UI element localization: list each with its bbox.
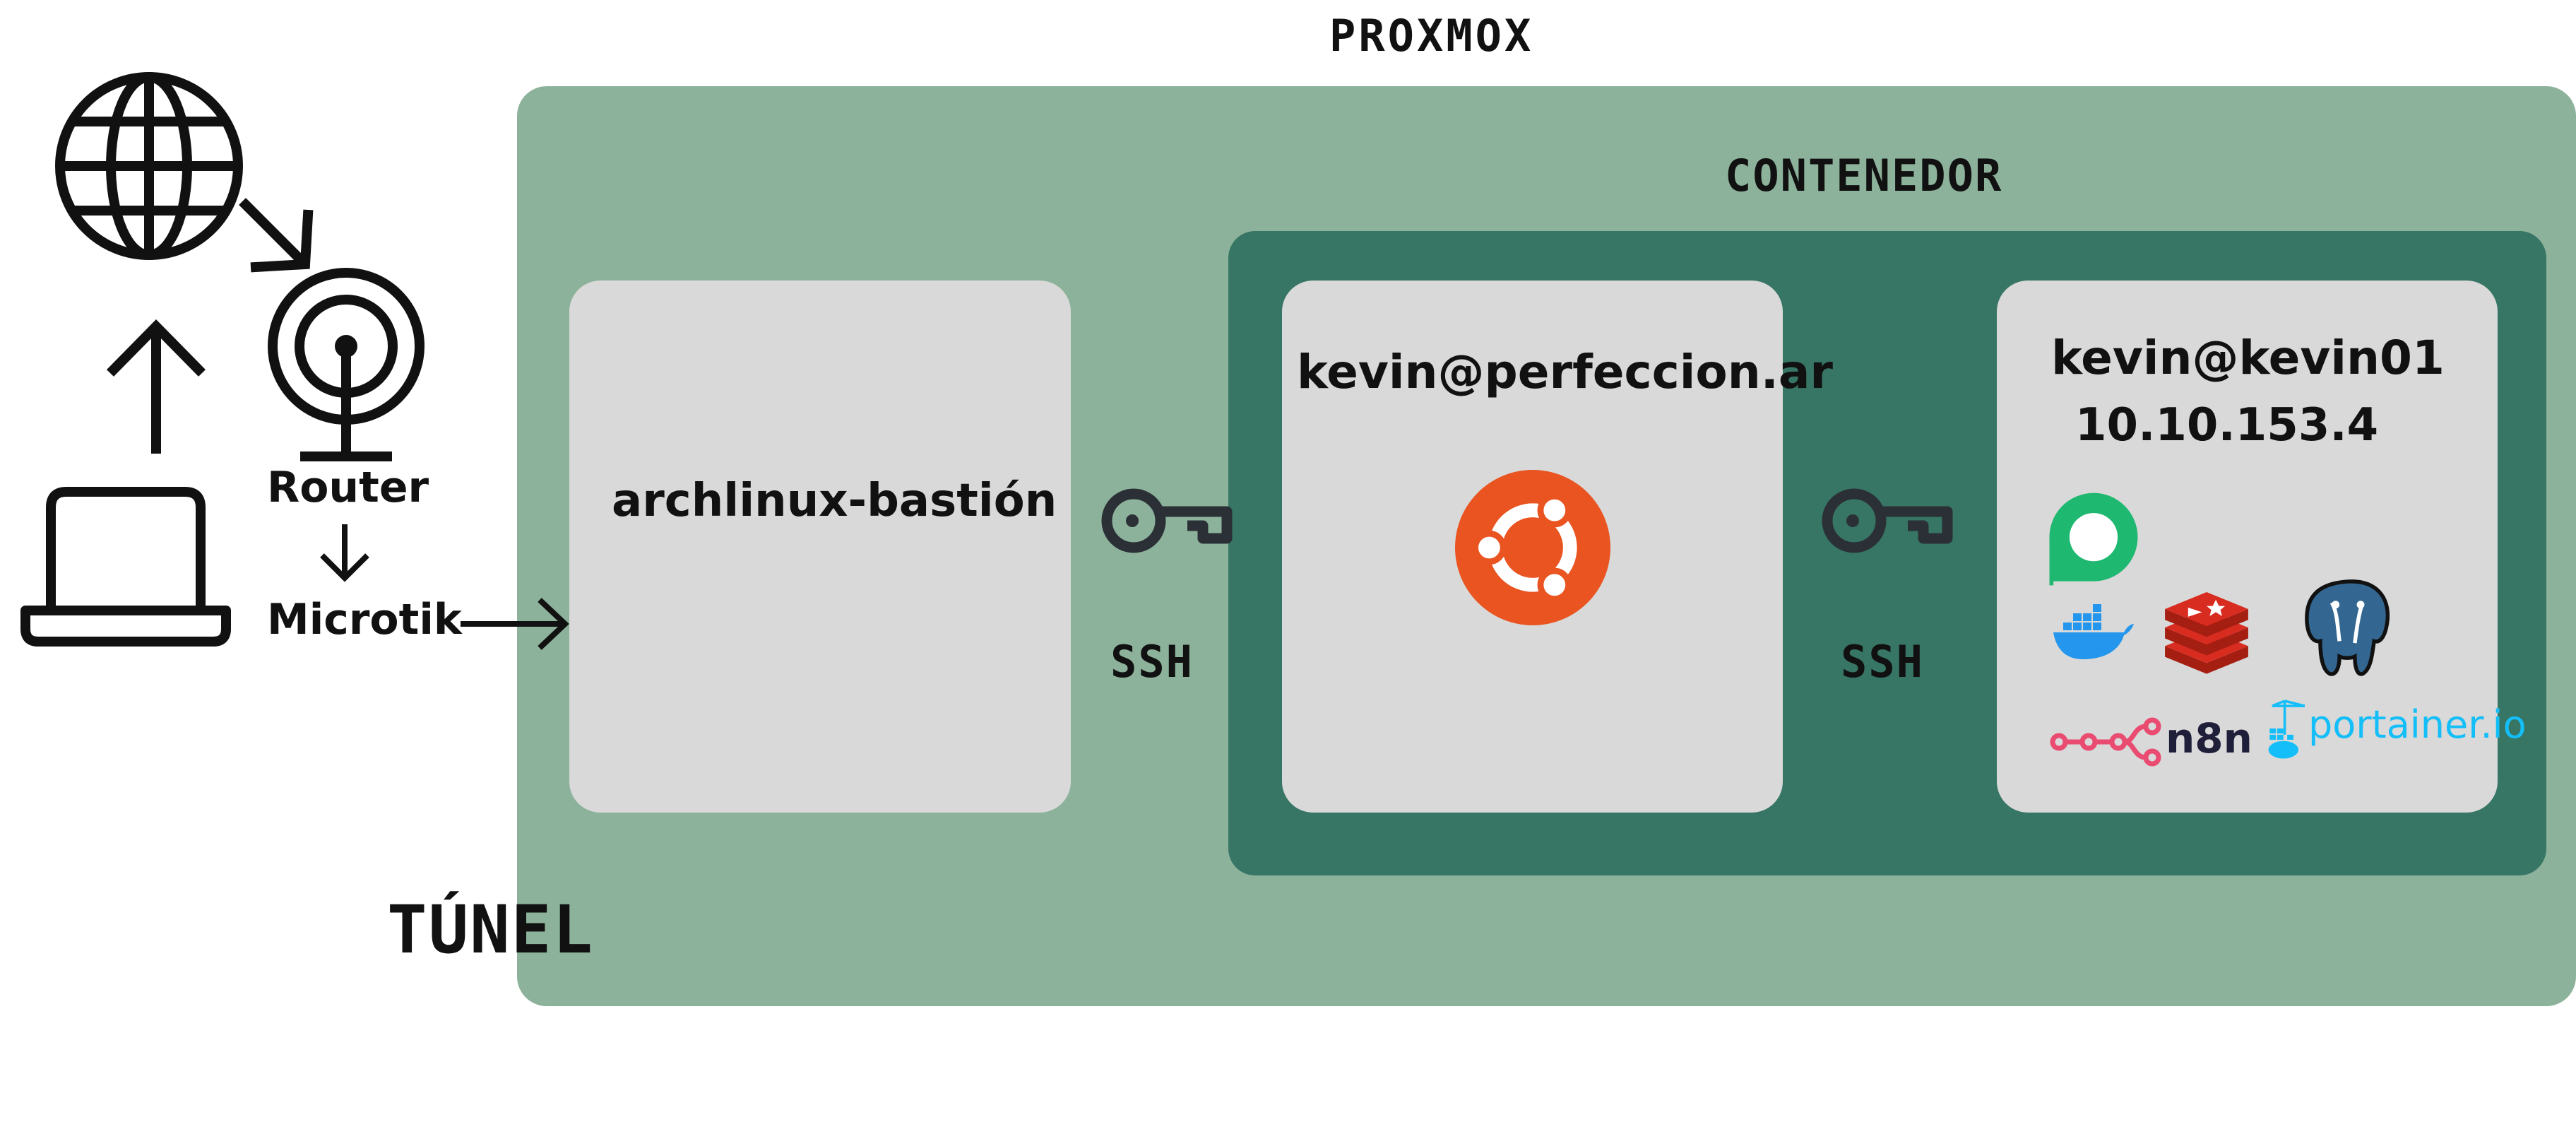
ubuntu-icon — [1455, 470, 1610, 625]
bastion-label: archlinux-bastión — [612, 475, 1057, 527]
redis-icon — [2165, 592, 2248, 674]
arrow-icon — [239, 198, 314, 273]
proxmox-title: PROXMOX — [1329, 10, 1534, 61]
bastion-node[interactable] — [569, 281, 1071, 813]
router-icon — [268, 268, 425, 461]
arrow-down-icon — [320, 524, 369, 582]
laptop-icon — [20, 487, 231, 647]
docker-icon — [2053, 604, 2134, 659]
globe-icon — [55, 72, 243, 260]
microtik-label: Microtik — [267, 595, 462, 644]
portainer-label: portainer.io — [2308, 702, 2527, 747]
ssh-label-2: SSH — [1841, 636, 1924, 688]
key-icon — [1822, 488, 1953, 553]
postgresql-icon — [2305, 579, 2390, 676]
arrow-up-icon — [107, 319, 206, 454]
app-host-label: kevin@kevin01 — [2051, 331, 2445, 385]
app-host-ip: 10.10.153.4 — [2075, 399, 2379, 452]
n8n-icon — [2050, 717, 2161, 767]
tunnel-label: TÚNEL — [387, 892, 594, 969]
router-label: Router — [267, 463, 429, 512]
arrow-right-icon — [461, 598, 569, 650]
chatwoot-icon — [2049, 492, 2138, 586]
n8n-label: n8n — [2166, 714, 2252, 762]
portainer-icon — [2268, 700, 2305, 759]
ssh-label-1: SSH — [1110, 636, 1194, 688]
contenedor-label: CONTENEDOR — [1725, 150, 2003, 201]
server-host-label: kevin@perfeccion.ar — [1297, 345, 1833, 399]
key-icon — [1101, 488, 1233, 553]
